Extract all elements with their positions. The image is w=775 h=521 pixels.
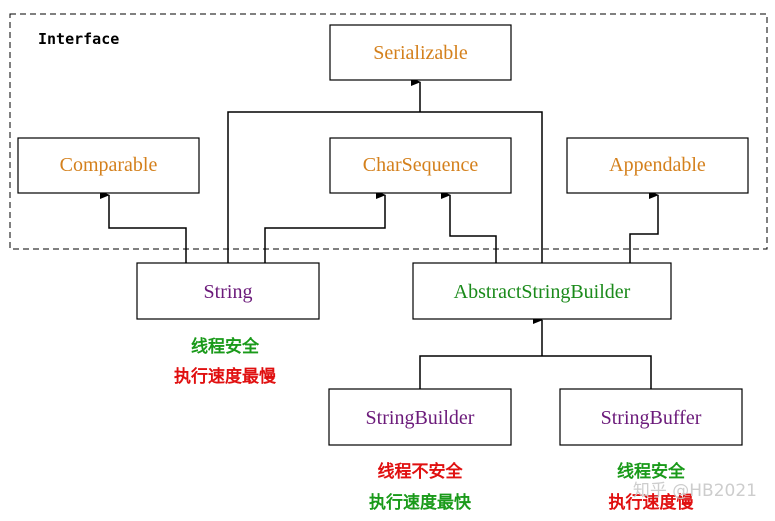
edge-asb-serializable: [420, 111, 543, 263]
node-string-label: String: [204, 281, 253, 303]
note-stringbuilder-speed: 执行速度最快: [369, 492, 472, 513]
node-stringbuffer-box: [559, 388, 743, 446]
note-string-speed: 执行速度最慢: [174, 366, 277, 387]
node-charsequence-box: [329, 137, 512, 194]
node-stringbuilder-label: StringBuilder: [366, 407, 475, 429]
node-serializable-box: [329, 24, 512, 81]
note-stringbuffer-speed: 执行速度慢: [609, 492, 695, 513]
node-string-box: [136, 262, 320, 320]
node-stringbuilder-box: [328, 388, 512, 446]
edge-stringbuilder-asb: [419, 355, 542, 389]
node-abstractstringbuilder-box: [412, 262, 672, 320]
edges: [100, 78, 659, 389]
note-stringbuilder-thread-safety: 线程不安全: [378, 461, 464, 482]
node-stringbuffer: StringBuffer: [559, 388, 743, 446]
node-abstractstringbuilder: AbstractStringBuilder: [412, 262, 672, 320]
watermark: 知乎 @HB2021: [633, 481, 757, 501]
node-serializable: Serializable: [329, 24, 512, 81]
edge-asb-charsequence: [441, 191, 497, 263]
edge-stringbuffer-asb: [542, 355, 652, 389]
node-stringbuffer-label: StringBuffer: [601, 407, 702, 429]
note-stringbuffer-thread-safety: 线程安全: [617, 461, 686, 482]
node-abstractstringbuilder-label: AbstractStringBuilder: [454, 281, 631, 303]
node-serializable-label: Serializable: [373, 42, 468, 64]
node-comparable-box: [17, 137, 200, 194]
edge-string-serializable: [227, 111, 420, 263]
note-string-thread-safety: 线程安全: [191, 336, 260, 357]
edge-asb-appendable: [629, 191, 659, 263]
edge-string-charsequence: [264, 191, 386, 263]
node-appendable: Appendable: [566, 137, 749, 194]
node-appendable-label: Appendable: [609, 154, 706, 176]
node-string: String: [136, 262, 320, 320]
node-stringbuilder: StringBuilder: [328, 388, 512, 446]
edge-string-comparable: [100, 191, 187, 263]
interface-region-label: Interface: [38, 30, 119, 48]
node-charsequence: CharSequence: [329, 137, 512, 194]
interface-region: [9, 13, 768, 250]
node-charsequence-label: CharSequence: [363, 154, 479, 176]
node-appendable-box: [566, 137, 749, 194]
node-comparable: Comparable: [17, 137, 200, 194]
node-comparable-label: Comparable: [60, 154, 158, 176]
